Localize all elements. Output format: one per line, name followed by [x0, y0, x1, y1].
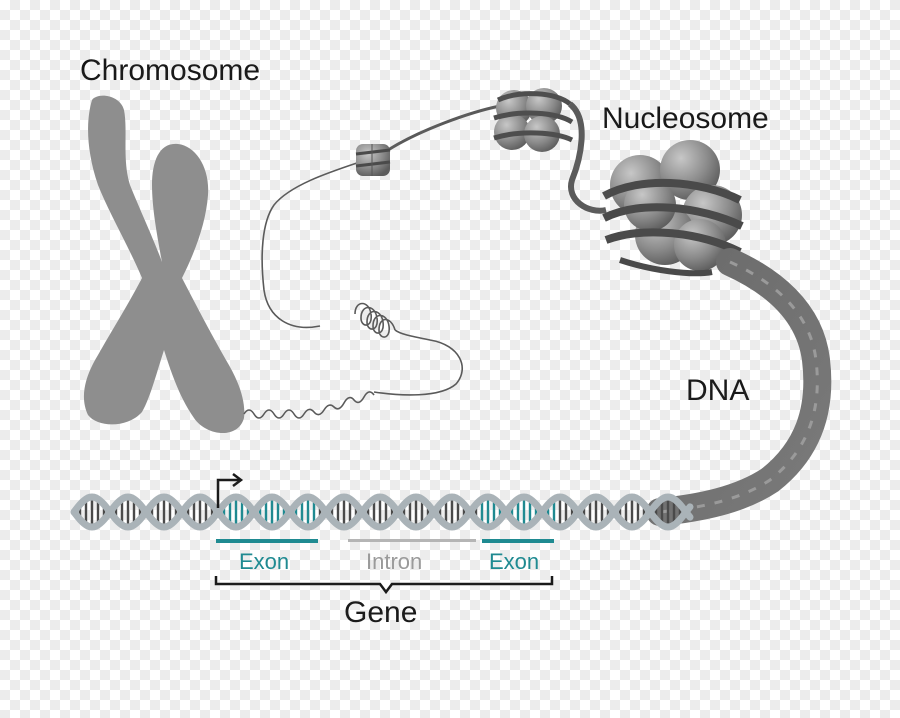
dna-label: DNA	[686, 374, 750, 407]
arrow-icon	[216, 473, 244, 508]
coil-strand	[354, 302, 396, 338]
gene-bracket	[214, 576, 554, 595]
helix-backbone-2	[70, 493, 694, 531]
exon-label-2: Exon	[489, 549, 540, 574]
fiber-upper	[261, 161, 361, 329]
fiber-loop	[373, 329, 463, 396]
large-nucleosome	[602, 140, 744, 277]
exon-bar-2	[482, 539, 554, 543]
strand-between-nucleosomes	[567, 101, 607, 214]
dna-tube	[646, 248, 832, 526]
exon-label-1: Exon	[239, 549, 290, 574]
dna-double-helix	[70, 493, 694, 531]
fiber-to-nucleosome	[387, 104, 501, 152]
medium-nucleosome	[493, 88, 574, 152]
wavy-strand	[243, 391, 375, 419]
chromosome-label: Chromosome	[80, 54, 261, 87]
helix-backbone-1	[70, 493, 694, 531]
chromosome	[83, 95, 245, 434]
intron-bar	[348, 539, 476, 542]
intron-label: Intron	[366, 549, 423, 574]
gene-label: Gene	[344, 596, 418, 629]
chromatin-fiber	[243, 104, 501, 419]
small-nucleosome	[355, 144, 391, 176]
exon-bar-1	[216, 539, 318, 543]
nucleosome-label: Nucleosome	[602, 102, 769, 135]
